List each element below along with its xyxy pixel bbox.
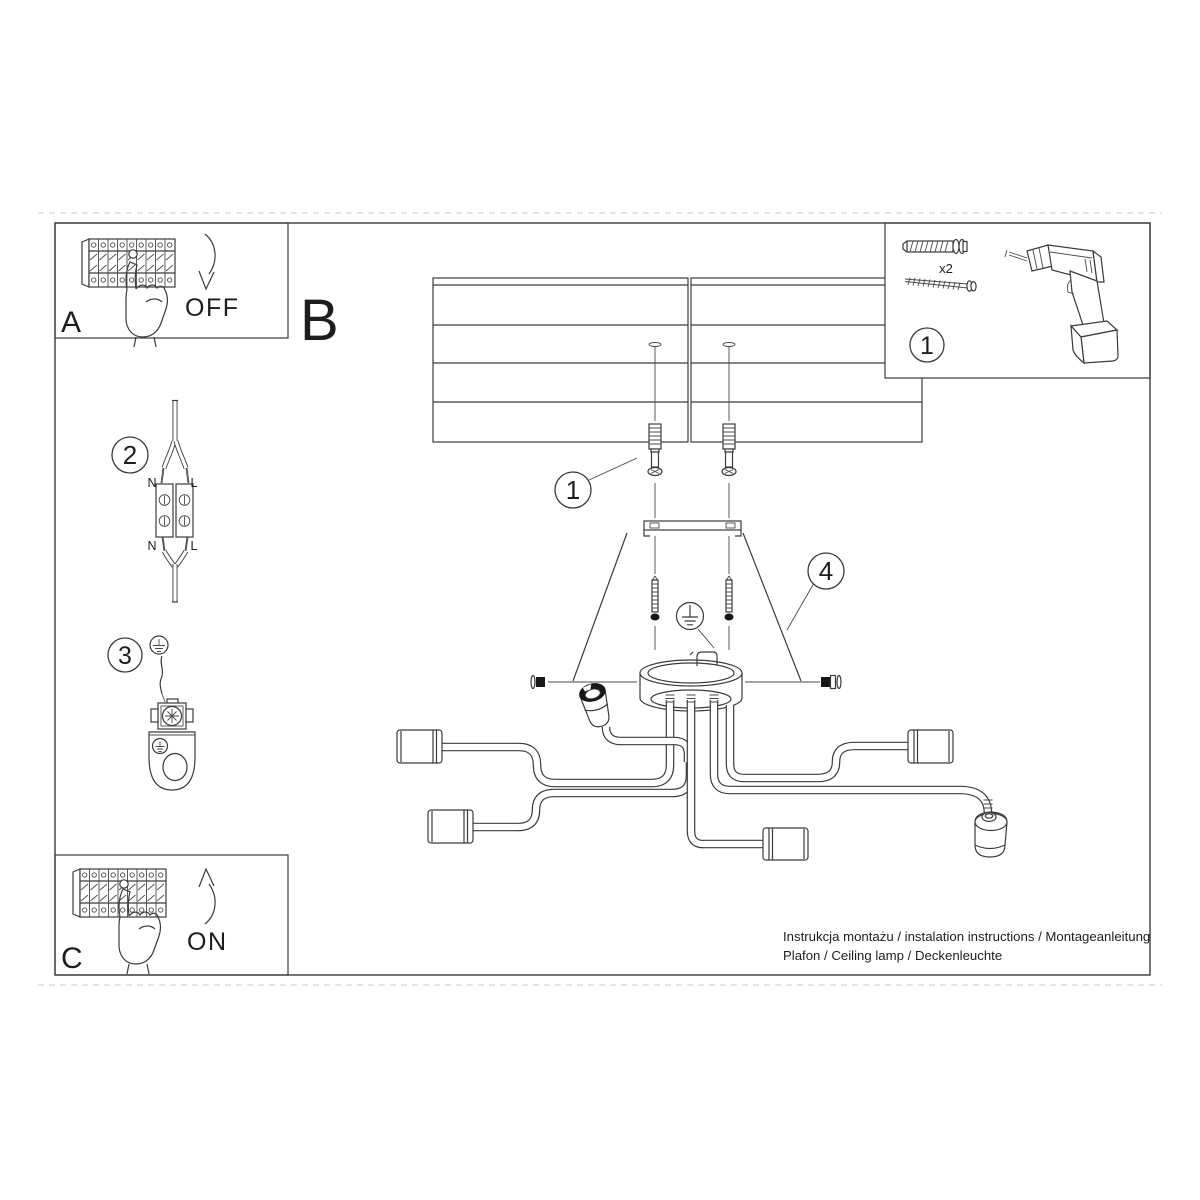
breaker-panel-a [81, 238, 176, 288]
wall-plugs-and-screws [647, 342, 737, 518]
step-drill-number: 1 [566, 475, 580, 505]
projection-lines [572, 532, 802, 682]
power-on-box: C ON [54, 854, 289, 976]
footer-line1: Instrukcja montażu / instalation instruc… [783, 929, 1150, 944]
socket-right-top [907, 729, 954, 764]
canopy-bracket-end [148, 731, 196, 791]
wall-plug-icon [902, 238, 968, 255]
box-a-label: A [61, 306, 81, 339]
lamp-sockets [396, 683, 1008, 861]
wire-label-n-bottom: N [147, 539, 156, 553]
ceiling-planks [432, 277, 923, 443]
arrow-up-icon [198, 867, 216, 925]
footer-line2: Plafon / Ceiling lamp / Deckenleuchte [783, 948, 1002, 963]
off-label: OFF [185, 294, 240, 322]
socket-center-black [579, 683, 610, 728]
wire-label-n-top: N [147, 476, 156, 490]
canopy [639, 651, 743, 712]
on-label: ON [187, 928, 228, 956]
step-ground-number: 3 [118, 642, 132, 670]
ground-clamp [150, 698, 194, 730]
socket-far-right [974, 811, 1008, 858]
trim-marks [38, 212, 1162, 986]
side-bolts [530, 674, 842, 690]
wiring-diagram: 2 N L N L [111, 399, 198, 603]
socket-upper-left [396, 729, 443, 764]
parts-step-number: 1 [920, 332, 934, 360]
socket-lower-left [427, 809, 474, 844]
mounting-bracket [643, 520, 742, 537]
parts-box: x2 1 [884, 222, 1151, 379]
box-c-label: C [61, 942, 83, 975]
main-assembly-diagram: 1 4 [396, 277, 1008, 861]
earth-symbol-small [149, 635, 169, 655]
terminal-block-right [175, 483, 194, 538]
screw-icon [904, 277, 977, 292]
step-wiring-number: 2 [123, 440, 137, 470]
socket-bottom-center [762, 827, 809, 861]
drill-icon [1004, 244, 1119, 365]
canopy-screws [650, 575, 734, 621]
step-drill-badge: 1 [554, 457, 638, 509]
power-off-box: A OFF [54, 222, 289, 348]
wire-label-l-bottom: L [191, 539, 198, 553]
footer: Instrukcja montażu / instalation instruc… [783, 929, 1150, 963]
earth-symbol [675, 601, 715, 649]
grounding-diagram: 3 [107, 635, 196, 791]
sheet-border [54, 222, 1151, 976]
terminal-block-left [155, 483, 174, 538]
step-mount-number: 4 [819, 556, 833, 586]
arrow-down-icon [198, 233, 216, 291]
wire-label-l-top: L [191, 476, 198, 490]
ground-wire-hook [689, 651, 718, 666]
step-mount-badge: 4 [786, 552, 845, 631]
lamp-arms [442, 694, 993, 849]
screw-qty-label: x2 [939, 261, 953, 276]
section-b-label: B [300, 288, 339, 353]
